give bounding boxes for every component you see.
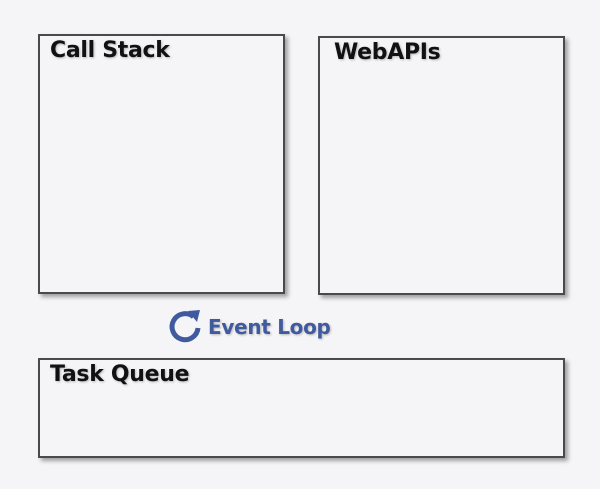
call-stack-title: Call Stack [50,38,170,63]
event-loop-label: Event Loop [208,315,331,339]
task-queue-title: Task Queue [50,362,190,387]
task-queue-box: Task Queue [38,358,565,458]
call-stack-box: Call Stack [38,34,285,294]
web-apis-box: WebAPIs [318,36,565,295]
circular-arrow-icon [164,306,206,348]
web-apis-title: WebAPIs [334,40,441,65]
event-loop: Event Loop [164,305,331,349]
